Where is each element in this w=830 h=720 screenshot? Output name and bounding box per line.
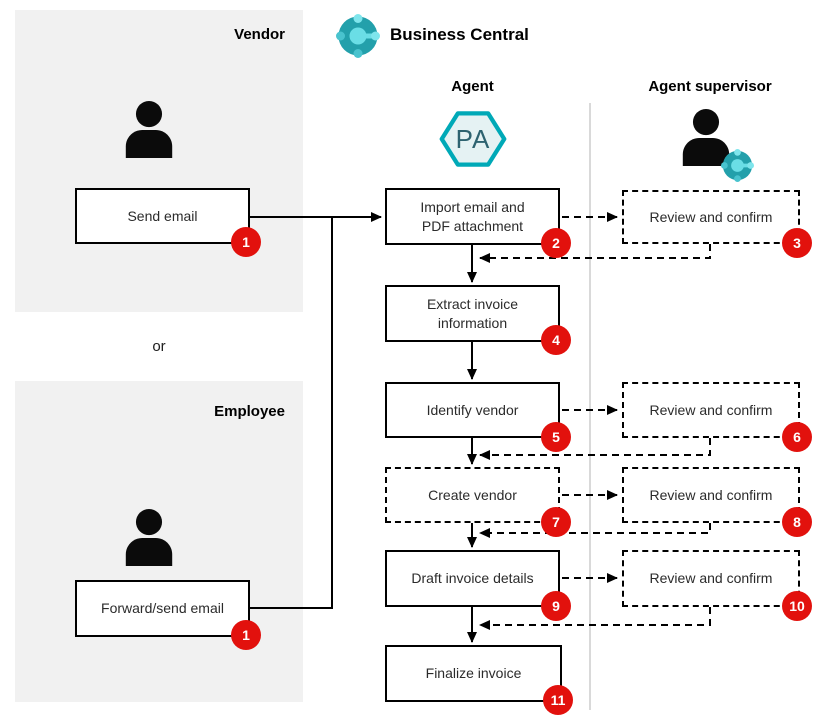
business-central-title: Business Central — [390, 25, 529, 44]
supervisor-column-label: Agent supervisor — [648, 78, 772, 95]
review-box-4: Review and confirm — [622, 550, 800, 607]
step-create-vendor-label: Create vendor — [428, 486, 517, 503]
step-import-email-label: Import email and PDF attachment — [420, 198, 525, 234]
send-email-label: Send email — [127, 207, 198, 224]
vendor-panel: Vendor — [15, 10, 303, 312]
forward-send-email-box: Forward/send email — [75, 580, 250, 637]
agent-column-label: Agent — [451, 78, 494, 95]
step-badge-5: 5 — [541, 422, 571, 452]
agent-pa-hexagon-icon: PA — [437, 106, 509, 172]
review-label-3: Review and confirm — [649, 486, 773, 503]
vendor-title: Vendor — [234, 26, 285, 43]
review-box-3: Review and confirm — [622, 467, 800, 523]
or-label: or — [152, 338, 166, 355]
vendor-person-icon — [118, 100, 180, 158]
step-badge-vendor: 1 — [231, 227, 261, 257]
step-draft-invoice-label: Draft invoice details — [411, 570, 534, 587]
supervisor-person-icon — [675, 108, 737, 166]
step-extract-invoice-box: Extract invoice information — [385, 285, 560, 342]
step-identify-vendor-label: Identify vendor — [426, 401, 519, 418]
review-badge-3: 3 — [782, 228, 812, 258]
review-badge-6: 6 — [782, 422, 812, 452]
step-badge-9: 9 — [541, 591, 571, 621]
step-finalize-invoice-label: Finalize invoice — [425, 665, 522, 682]
send-email-box: Send email — [75, 188, 250, 244]
review-badge-8: 8 — [782, 507, 812, 537]
business-central-logo-icon — [336, 14, 380, 58]
supervisor-business-central-mini-icon — [721, 149, 754, 182]
review-box-1: Review and confirm — [622, 190, 800, 244]
step-badge-4: 4 — [541, 325, 571, 355]
step-import-email-box: Import email and PDF attachment — [385, 188, 560, 245]
step-finalize-invoice-box: Finalize invoice — [385, 645, 562, 702]
step-identify-vendor-box: Identify vendor — [385, 382, 560, 438]
employee-title: Employee — [214, 403, 285, 420]
agent-pa-label: PA — [455, 123, 491, 154]
review-box-2: Review and confirm — [622, 382, 800, 438]
review-badge-10: 10 — [782, 591, 812, 621]
step-draft-invoice-box: Draft invoice details — [385, 550, 560, 607]
step-extract-invoice-label: Extract invoice information — [426, 295, 519, 331]
review-label-2: Review and confirm — [649, 401, 773, 418]
forward-send-email-label: Forward/send email — [101, 600, 224, 617]
step-badge-employee: 1 — [231, 620, 261, 650]
step-create-vendor-box: Create vendor — [385, 467, 560, 523]
review-label-4: Review and confirm — [649, 570, 773, 587]
employee-person-icon — [118, 508, 180, 566]
step-badge-11: 11 — [543, 685, 573, 715]
review-label-1: Review and confirm — [649, 208, 773, 225]
step-badge-2: 2 — [541, 228, 571, 258]
step-badge-7: 7 — [541, 507, 571, 537]
